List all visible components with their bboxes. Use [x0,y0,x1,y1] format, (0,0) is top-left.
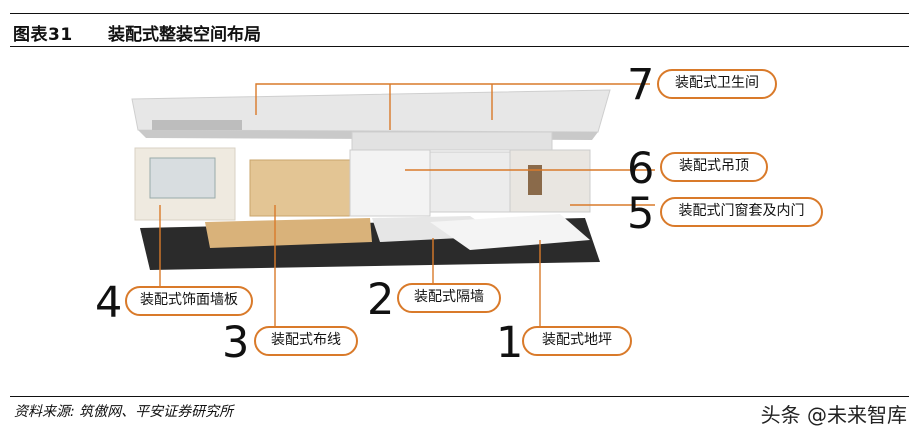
label-number-7: 7 [627,60,655,110]
label-pill-7: 装配式卫生间 [657,69,777,99]
label-number-6: 6 [627,144,655,194]
label-pill-1: 装配式地坪 [522,326,632,356]
wood-wall [249,159,351,217]
door-frame [528,165,542,195]
label-number-5: 5 [627,189,655,239]
label-number-2: 2 [367,275,395,325]
leader-line-7 [255,83,650,115]
label-pill-4: 装配式饰面墙板 [125,286,253,316]
figure-number: 图表31 [13,25,73,45]
watermark: 头条 @未来智库 [760,403,907,427]
source-note: 资料来源: 筑傲网、平安证券研究所 [14,404,234,420]
header-rule [10,46,909,47]
top-rule [10,13,909,14]
figure-header: 图表31 装配式整装空间布局 [10,20,909,45]
label-number-4: 4 [95,278,123,328]
floor-wood-layer [205,218,372,248]
label-pill-2: 装配式隔墙 [397,283,501,313]
right-wall [509,149,591,213]
label-pill-5: 装配式门窗套及内门 [660,197,823,227]
label-pill-6: 装配式吊顶 [660,152,768,182]
ceiling-light-strip [152,120,242,130]
bathroom-area [429,151,511,213]
figure-title: 装配式整装空间布局 [108,25,261,45]
center-wall [349,149,431,217]
label-pill-3: 装配式布线 [254,326,358,356]
ceiling-drop [351,131,553,151]
left-window [149,157,216,199]
label-number-1: 1 [496,318,524,368]
floor-white-layer-2 [430,214,590,250]
footer-rule [10,396,909,397]
label-number-3: 3 [222,318,250,368]
